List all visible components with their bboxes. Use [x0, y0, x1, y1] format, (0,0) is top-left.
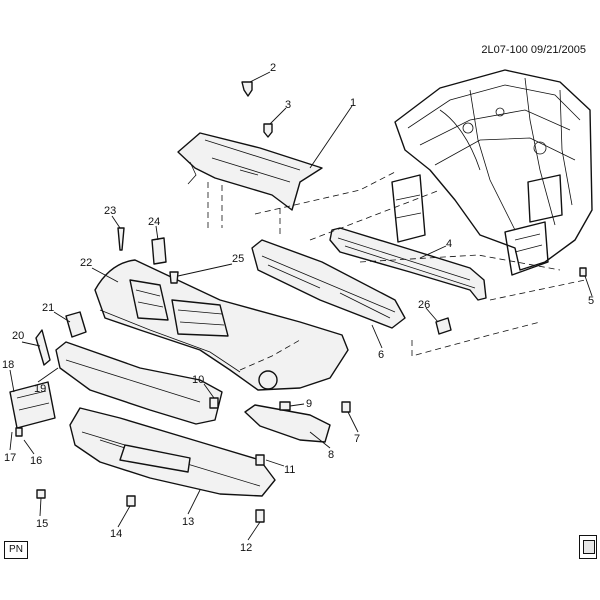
callout-3: 3	[285, 99, 291, 111]
view-orientation-inner	[583, 540, 595, 554]
callout-11: 11	[284, 464, 295, 476]
part-front-fascia	[94, 259, 349, 391]
callout-8: 8	[328, 449, 334, 461]
callout-10: 10	[192, 374, 204, 386]
callout-26: 26	[418, 299, 430, 311]
callout-25: 25	[232, 253, 244, 265]
part-upper-tie-plate	[177, 132, 323, 211]
callout-1: 1	[350, 97, 356, 109]
callout-4: 4	[446, 238, 452, 250]
callout-16: 16	[30, 455, 42, 467]
front-end-structure	[391, 69, 593, 277]
part-fasteners-upper	[241, 81, 273, 138]
callout-7: 7	[354, 433, 360, 445]
callout-labels: 1 2 3 4 5 6 7 8 9 10 11 12 13 14 15 16 1…	[2, 62, 594, 554]
part-plate-bracket	[9, 381, 56, 429]
callout-9: 9	[306, 398, 312, 410]
diagram-reference: 2L07-100 09/21/2005	[481, 44, 586, 56]
callout-21: 21	[42, 302, 54, 314]
leader-lines	[9, 71, 593, 541]
callout-2: 2	[270, 62, 276, 74]
callout-12: 12	[240, 542, 252, 554]
pn-label: PN	[4, 541, 28, 559]
callout-19: 19	[34, 383, 46, 395]
part-small-fasteners	[15, 227, 452, 523]
callout-23: 23	[104, 205, 116, 217]
callout-6: 6	[378, 349, 384, 361]
alignment-guides	[207, 171, 586, 371]
callout-22: 22	[80, 257, 92, 269]
callout-13: 13	[182, 516, 194, 528]
part-air-deflector	[69, 407, 276, 497]
callout-24: 24	[148, 216, 160, 228]
part-fog-bezel	[244, 404, 331, 443]
callout-5: 5	[588, 295, 594, 307]
part-lower-valance	[55, 341, 223, 425]
part-energy-absorber	[251, 239, 406, 329]
callout-15: 15	[36, 518, 48, 530]
callout-18: 18	[2, 359, 14, 371]
callout-17: 17	[4, 452, 16, 464]
view-orientation-icon	[579, 535, 597, 559]
callout-20: 20	[12, 330, 24, 342]
callout-14: 14	[110, 528, 122, 540]
